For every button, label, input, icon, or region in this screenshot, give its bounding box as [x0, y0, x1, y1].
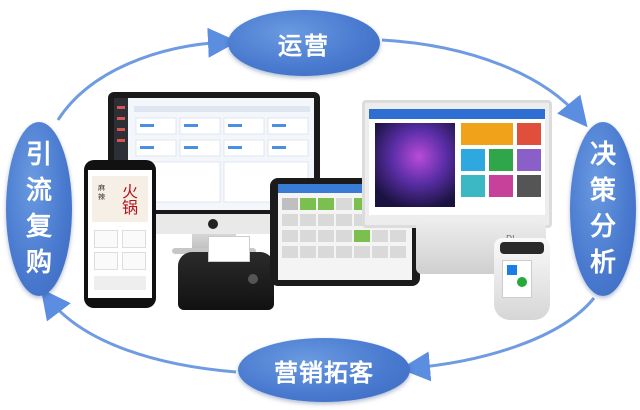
- printer-paper: [208, 236, 250, 262]
- pos-screen: [369, 109, 545, 215]
- node-traffic-repurchase: 引 流 复 购: [6, 122, 72, 296]
- node-right-char: 析: [589, 248, 616, 278]
- pos-tile: [517, 149, 541, 171]
- pos-tile: [489, 149, 513, 171]
- phone-poster: 麻 辣 火 锅: [92, 176, 148, 222]
- pos-tile: [461, 123, 513, 145]
- pos-terminal: [362, 100, 552, 228]
- phone-list-row: [94, 276, 146, 290]
- phone-tile: [94, 252, 118, 270]
- pos-tile: [461, 175, 485, 197]
- node-right-char: 策: [589, 176, 616, 206]
- poster-small-text: 麻 辣: [98, 184, 105, 201]
- pos-photo: [375, 123, 455, 207]
- node-bottom-label: 营销拓客: [274, 358, 374, 387]
- pos-tile: [489, 175, 513, 197]
- pos-tile: [517, 123, 541, 145]
- node-left-char: 复: [25, 212, 52, 242]
- arrow-right-to-bottom: [400, 297, 596, 382]
- node-left-char: 引: [25, 140, 52, 170]
- phone-tile: [94, 230, 118, 248]
- tablet-header: [278, 184, 412, 193]
- arrow-left-to-top: [56, 27, 238, 121]
- monitor-chin: [108, 214, 320, 234]
- payment-card: [502, 260, 532, 298]
- node-right-char: 分: [589, 212, 616, 242]
- alipay-icon: [507, 265, 517, 275]
- arrow-bottom-to-left: [40, 288, 237, 374]
- node-operation-label: 运营: [278, 31, 330, 60]
- wechat-pay-icon: [517, 277, 527, 287]
- phone-tile: [122, 252, 146, 270]
- node-operation: 运营: [228, 10, 380, 76]
- mobile-phone: 麻 辣 火 锅: [84, 160, 156, 308]
- tablet: [270, 178, 420, 286]
- node-marketing-acquisition: 营销拓客: [238, 338, 410, 402]
- arrow-top-to-right: [381, 38, 588, 128]
- qr-scanner: [494, 238, 550, 320]
- node-decision-analysis: 决 策 分 析: [570, 122, 636, 296]
- poster-big-text: 火 锅: [122, 182, 139, 217]
- pos-header: [369, 109, 545, 119]
- tablet-screen: [278, 184, 412, 280]
- pos-tile: [461, 149, 485, 171]
- pos-tile: [517, 175, 541, 197]
- node-right-char: 决: [589, 140, 616, 170]
- scanner-window: [500, 242, 544, 254]
- apple-logo-icon: [208, 219, 218, 229]
- node-left-char: 流: [25, 176, 52, 206]
- printer-button-icon: [248, 274, 258, 284]
- phone-screen: 麻 辣 火 锅: [88, 170, 152, 298]
- receipt-printer: [178, 236, 274, 310]
- node-left-char: 购: [25, 248, 52, 278]
- phone-tile: [122, 230, 146, 248]
